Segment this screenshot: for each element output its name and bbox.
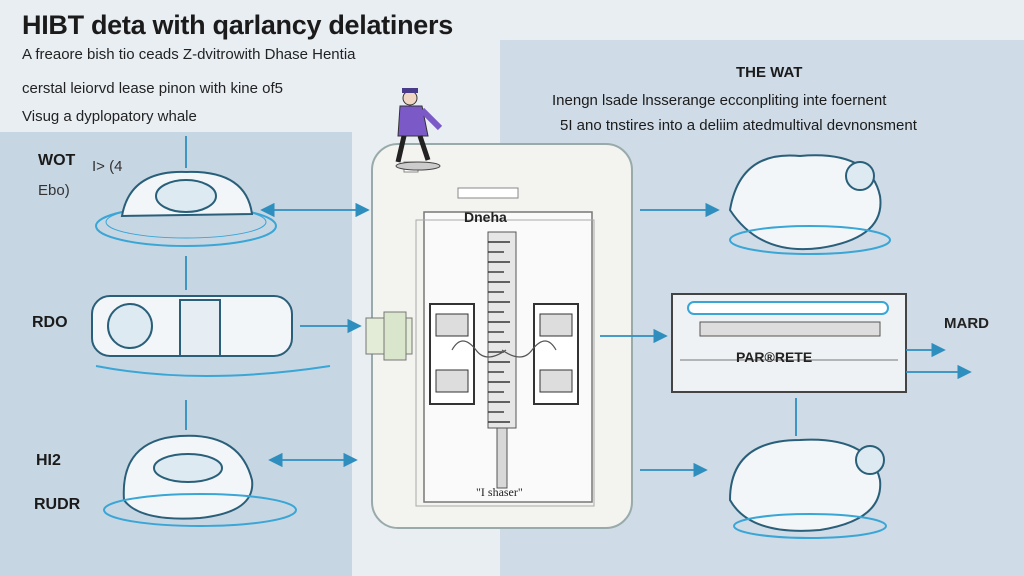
scale-ticks — [488, 241, 510, 423]
machine-parerete — [671, 293, 907, 393]
connectors — [185, 136, 972, 478]
machine-wot — [95, 170, 277, 247]
label-rdo: RDO — [32, 314, 68, 331]
intro-line-2: cerstal leiorvd lease pinon with kine of… — [22, 80, 283, 97]
parerete-label: PAR®RETE — [736, 349, 812, 365]
machine-top-right — [728, 154, 891, 255]
central-device — [365, 143, 633, 529]
device-module-right — [533, 303, 579, 405]
device-module-left — [429, 303, 475, 405]
page-title: HIBT deta with qarlancy delatiners — [22, 10, 453, 40]
label-mard: MARD — [944, 315, 989, 332]
machine-bottom-right — [728, 438, 887, 539]
device-bottom-label: "I shaser" — [476, 485, 523, 499]
label-wot: WOT — [38, 152, 76, 169]
intro-line-1: A freaore bish tio ceads Z-dvitrowith Dh… — [22, 46, 356, 63]
machine-rdo — [91, 295, 331, 377]
label-wot-sub1: I> (4 — [92, 158, 123, 175]
right-text-line-2: 5I ano tnstires into a deliim atedmultiv… — [560, 117, 917, 134]
label-hi2: HI2 — [36, 452, 61, 469]
person-figure — [395, 88, 443, 171]
label-wot-sub2: Ebo) — [38, 182, 70, 199]
right-title: THE WAT — [736, 64, 803, 81]
label-rudr: RUDR — [34, 496, 81, 513]
intro-line-3: Visug a dyplopatory whale — [22, 108, 197, 125]
machine-hi2 — [103, 434, 297, 527]
device-label: Dneha — [464, 209, 507, 225]
right-text-line-1: Inengn lsade lnsserange ecconpliting int… — [552, 92, 887, 109]
